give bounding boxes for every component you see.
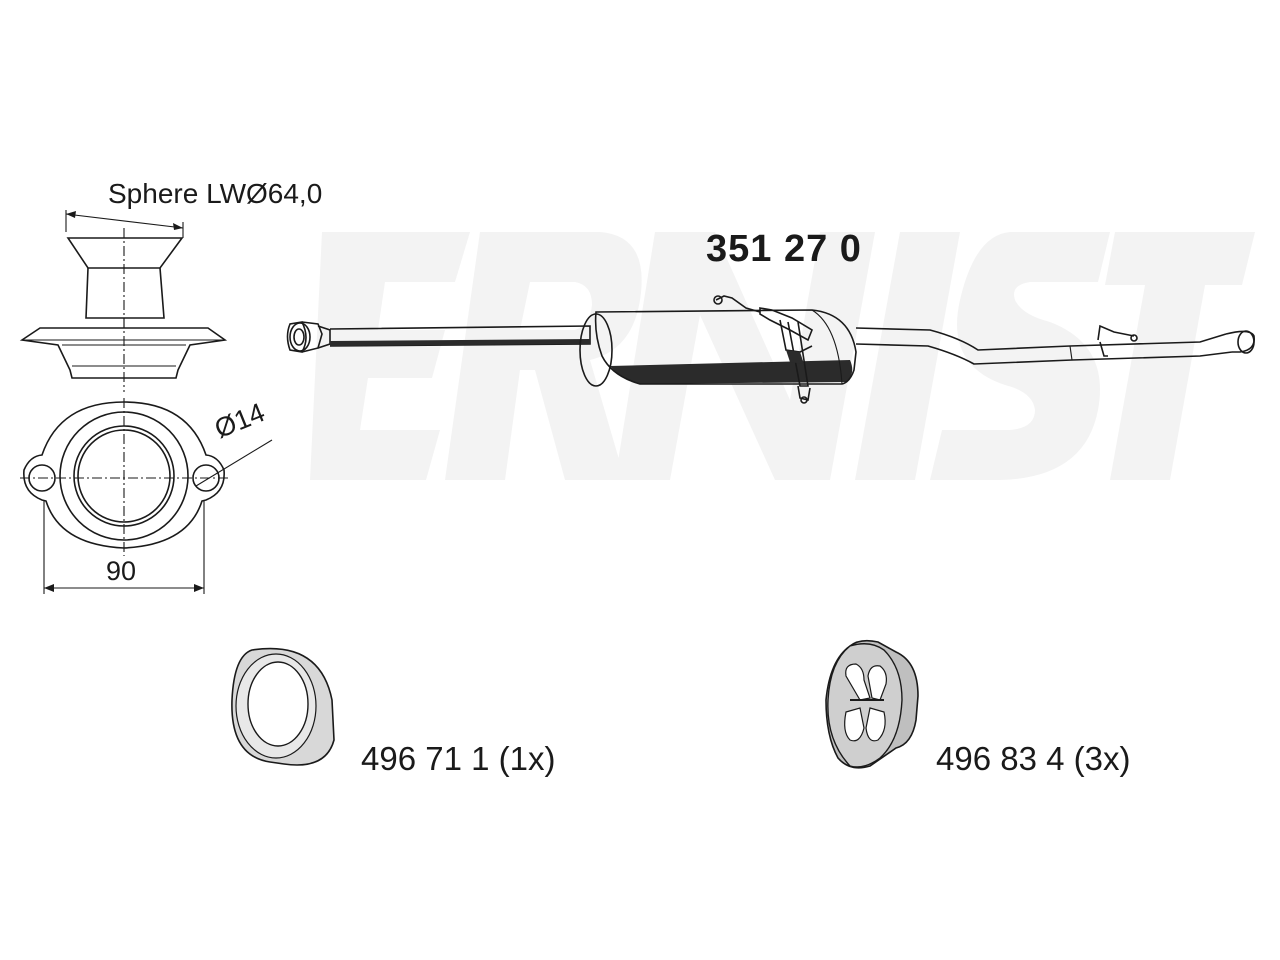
brand-watermark	[310, 232, 1255, 480]
sealing-ring-icon	[231, 647, 335, 766]
part-number: 351 27 0	[706, 228, 862, 270]
flange-width-label: 90	[106, 556, 137, 586]
inlet-pipe	[329, 325, 591, 347]
inlet-flange	[286, 321, 331, 353]
flange-side-view	[19, 318, 228, 392]
exhaust-assembly	[286, 295, 1256, 404]
tail-pipe	[855, 324, 1256, 365]
sphere-dimension-label: Sphere LWØ64,0	[108, 178, 323, 209]
sphere-pipe-end	[65, 210, 184, 330]
mounting-clamp	[713, 295, 813, 404]
accessory-rubber-mount-label: 496 83 4 (3x)	[936, 740, 1131, 777]
rubber-mount-icon	[825, 639, 919, 769]
muffler-box	[579, 309, 857, 387]
accessory-sealing-ring-label: 496 71 1 (1x)	[361, 740, 556, 777]
flange-top-view	[20, 398, 273, 594]
